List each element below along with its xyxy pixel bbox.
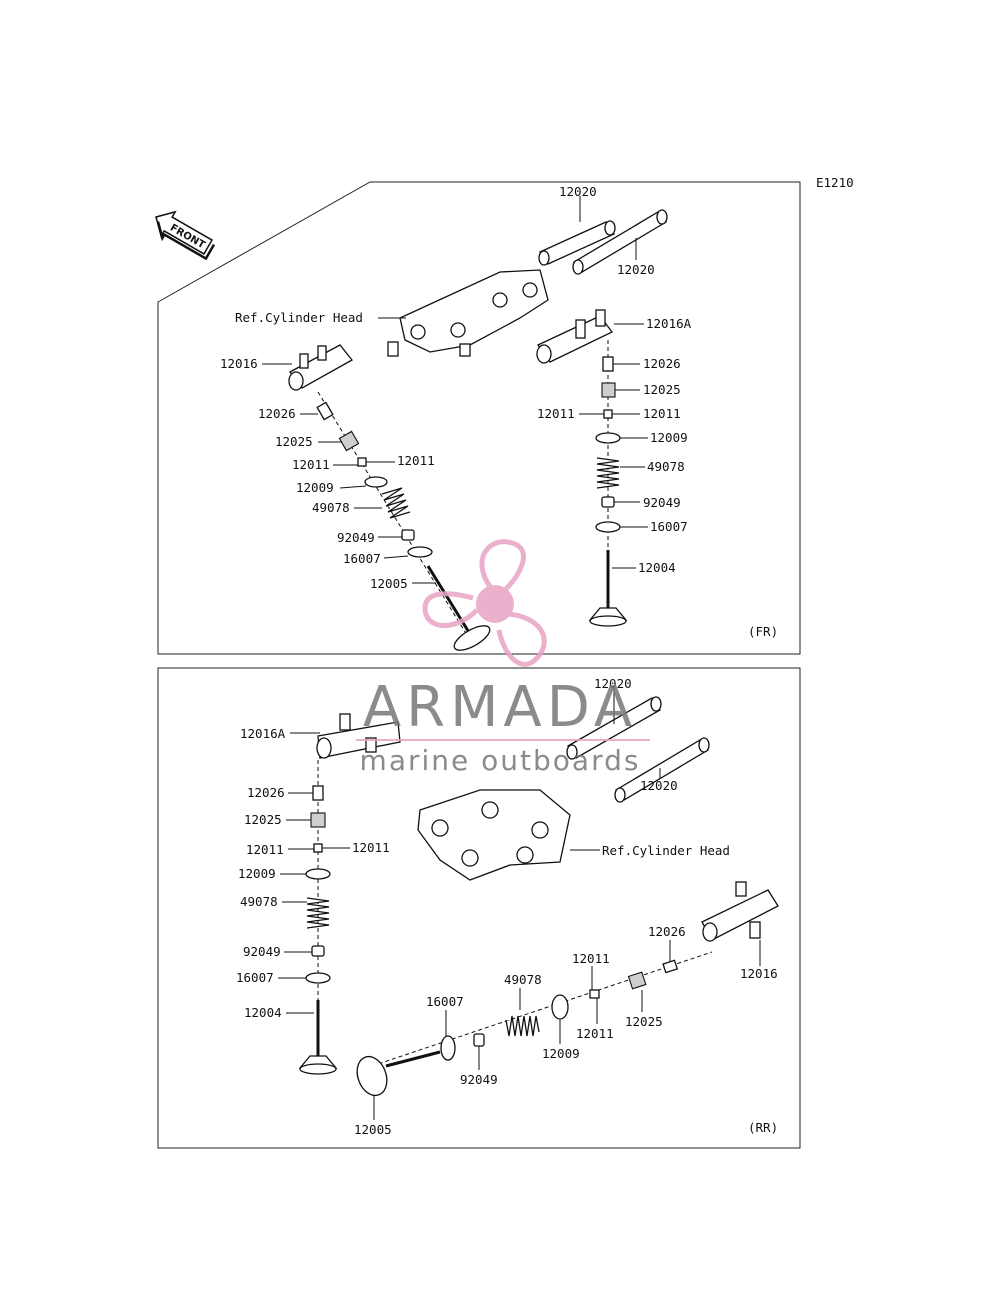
label-rr-rocker-right: 12016 [740,966,778,981]
cotter-rr-right [589,989,600,999]
label-rr-h-49078: 49078 [504,972,542,987]
label-fr-r-12011b: 12011 [643,406,681,421]
shim-rr-right [627,971,647,990]
spring-seat-rr-left [305,972,331,984]
label-fr-r-49078: 49078 [647,459,685,474]
section-rr-tag: (RR) [748,1120,778,1135]
label-rr-h-92049: 92049 [460,1072,498,1087]
section-fr-tag: (FR) [748,624,778,639]
label-rr-l-12004: 12004 [244,1005,282,1020]
label-rr-l-12025: 12025 [244,812,282,827]
spring-seat-fr-right [595,521,621,533]
cylinder-head-rr [417,789,571,881]
label-rr-h-16007: 16007 [426,994,464,1009]
label-fr-l-12009: 12009 [296,480,334,495]
label-rr-rocker-left: 12016A [240,726,286,741]
label-fr-l-12005: 12005 [370,576,408,591]
section-rr: 12020 12020 Ref.Cylinder Head 12016A 120… [157,667,801,1149]
label-fr-r-12004: 12004 [638,560,676,575]
spring-fr-left [381,487,411,519]
rocker-arm-fr-right [536,309,613,364]
watermark-tagline: marine outboards [360,744,641,777]
section-fr: 12020 12020 Ref.Cylinder Head 12016 1202… [157,181,801,655]
label-fr-camshaft-a: 12020 [559,184,597,199]
valve-fr-intake [588,550,628,627]
valve-rr-exhaust-horizontal [356,1050,441,1097]
section-rr-frame [157,667,801,1149]
label-rr-h-12005: 12005 [354,1122,392,1137]
shim-rr-left [310,812,326,828]
label-fr-l-49078: 49078 [312,500,350,515]
label-rr-l-49078: 49078 [240,894,278,909]
valve-rr-intake-left [298,1000,338,1075]
rocker-arm-rr-right [701,881,779,942]
label-fr-l-12011b: 12011 [397,453,435,468]
adjuster-fr-left [316,401,334,421]
label-rr-l-12026: 12026 [247,785,285,800]
label-fr-rocker-left: 12016 [220,356,258,371]
label-rr-l-16007: 16007 [236,970,274,985]
adjuster-fr-right [602,356,614,372]
seal-rr-left [311,945,325,957]
label-rr-h-12011b: 12011 [576,1026,614,1041]
camshaft-rr-1 [566,696,662,760]
seal-rr-right [473,1033,485,1047]
adjuster-rr-left [312,785,324,801]
rocker-arm-fr-left [288,344,353,391]
label-rr-l-12011a: 12011 [246,842,284,857]
label-rr-h-12025: 12025 [625,1014,663,1029]
watermark-brand: ARMADA [363,675,637,740]
label-rr-camshaft-a: 12020 [594,676,632,691]
spring-seat-rr-right [440,1035,456,1061]
diagram-code: E1210 [816,175,854,190]
label-rr-h-12026: 12026 [648,924,686,939]
spring-seat-fr-left [407,546,433,558]
label-fr-l-12026: 12026 [258,406,296,421]
label-rr-camshaft-b: 12020 [640,778,678,793]
seal-fr-left [401,529,415,541]
spring-fr-right [596,457,620,489]
camshaft-fr-2 [572,209,668,275]
label-rr-l-12009: 12009 [238,866,276,881]
label-rr-ref-head: Ref.Cylinder Head [602,843,730,858]
shim-fr-right [601,382,616,398]
label-fr-l-92049: 92049 [337,530,375,545]
watermark: ARMADA marine outboards [356,539,650,777]
retainer-fr-left [364,476,388,488]
label-fr-ref-head: Ref.Cylinder Head [235,310,363,325]
label-rr-h-12009: 12009 [542,1046,580,1061]
label-fr-l-12025: 12025 [275,434,313,449]
label-fr-rocker-right: 12016A [646,316,692,331]
adjuster-rr-right [662,959,679,974]
cotter-rr-left [313,843,323,853]
camshaft-fr-1 [538,220,616,266]
retainer-rr-left [305,868,331,880]
seal-fr-right [601,496,615,508]
label-fr-r-12009: 12009 [650,430,688,445]
label-fr-r-92049: 92049 [643,495,681,510]
label-rr-h-12011a: 12011 [572,951,610,966]
label-rr-l-92049: 92049 [243,944,281,959]
spring-rr-left [306,897,330,929]
label-fr-r-12011a: 12011 [537,406,575,421]
section-fr-frame [157,181,801,655]
shim-fr-left [338,430,360,452]
label-fr-l-12011a: 12011 [292,457,330,472]
label-fr-r-16007: 16007 [650,519,688,534]
retainer-fr-right [595,432,621,444]
label-fr-r-12026: 12026 [643,356,681,371]
cotter-fr-left [357,457,367,467]
cylinder-head-fr [387,269,549,357]
retainer-rr-right [551,994,569,1020]
label-fr-camshaft-b: 12020 [617,262,655,277]
camshaft-rr-2 [614,737,710,803]
spring-rr-right [505,1015,540,1037]
label-fr-r-12025: 12025 [643,382,681,397]
front-arrow-icon: FRONT [155,210,216,261]
cotter-fr-right [603,409,613,419]
armada-propeller-logo-icon [422,539,547,667]
label-fr-l-16007: 16007 [343,551,381,566]
label-rr-l-12011b: 12011 [352,840,390,855]
